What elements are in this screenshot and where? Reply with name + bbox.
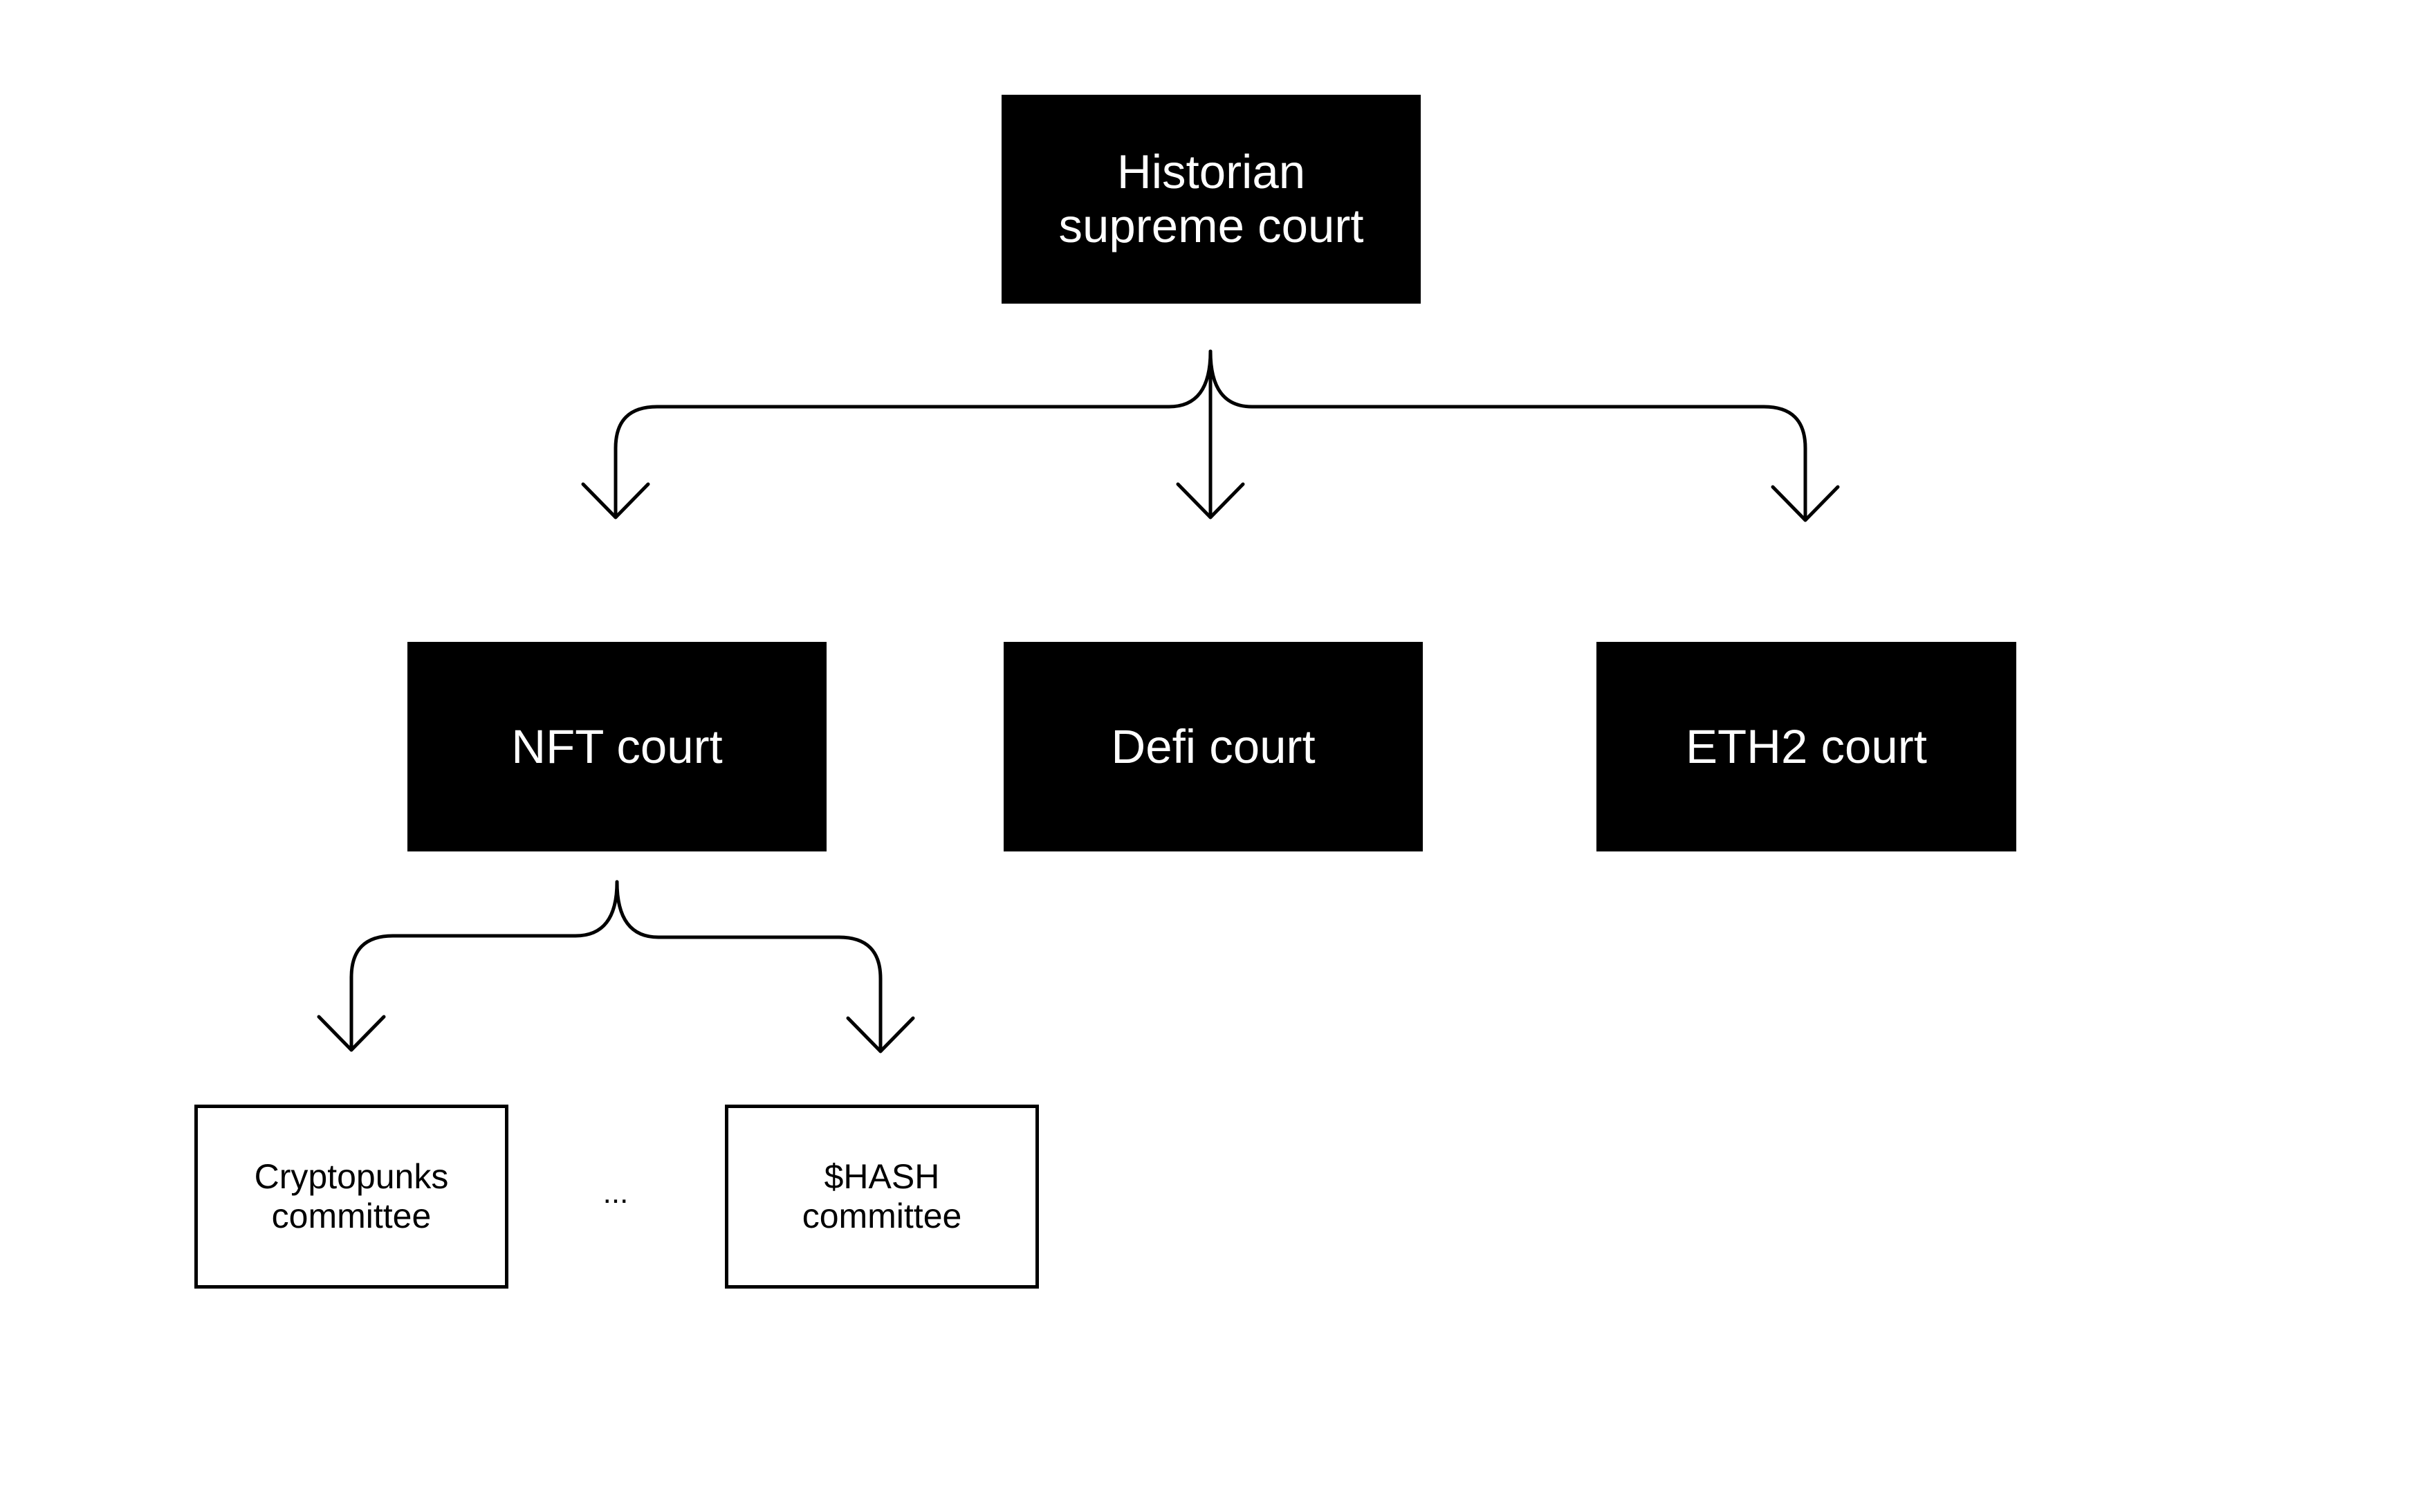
connector-nft-to-cryptopunks	[349, 880, 619, 1052]
nft-court-node: NFT court	[407, 642, 827, 851]
hash-committee-node: $HASH committee	[725, 1105, 1039, 1289]
eth2-court-label: ETH2 court	[1686, 719, 1927, 773]
nft-court-connectors	[317, 880, 915, 1053]
eth2-court-node: ETH2 court	[1596, 642, 2016, 851]
nft-court-label: NFT court	[511, 719, 723, 773]
cryptopunks-committee-node: Cryptopunks committee	[194, 1105, 508, 1289]
arrowhead-defi-court	[1176, 482, 1245, 519]
connector-supreme-to-eth2	[1208, 349, 1807, 522]
defi-court-node: Defi court	[1004, 642, 1423, 851]
arrowhead-hash-committee	[846, 1016, 915, 1053]
supreme-court-label: Historian supreme court	[1058, 145, 1364, 252]
more-committees-ellipsis: ...	[602, 1176, 629, 1210]
connector-supreme-to-nft	[614, 349, 1213, 519]
arrowhead-cryptopunks-committee	[317, 1015, 386, 1052]
hash-committee-label: $HASH committee	[802, 1157, 962, 1235]
supreme-court-connectors	[581, 349, 1840, 522]
arrowhead-nft-court	[581, 482, 650, 519]
arrowhead-eth2-court	[1771, 485, 1840, 522]
defi-court-label: Defi court	[1111, 719, 1316, 773]
connector-nft-to-hash	[615, 880, 883, 1053]
supreme-court-node: Historian supreme court	[1002, 95, 1421, 304]
cryptopunks-committee-label: Cryptopunks committee	[254, 1157, 449, 1235]
